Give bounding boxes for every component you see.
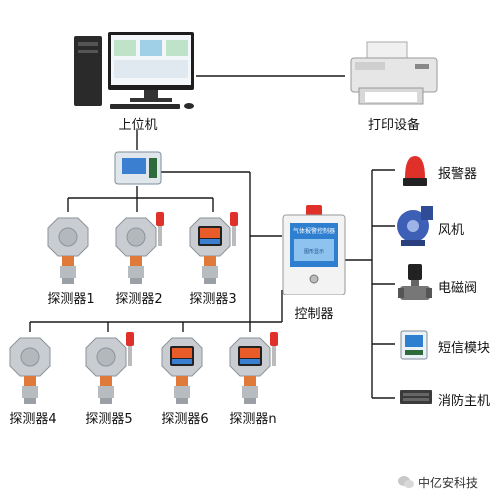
printer-icon (345, 38, 441, 108)
gas-detector-icon (44, 212, 96, 284)
detector-label: 探测器5 (85, 412, 133, 427)
controller-icon: 气体报警控制器 图形显示 (282, 205, 346, 296)
computer-icon (74, 30, 199, 110)
gas-detector-icon (226, 332, 278, 404)
gas-detector-icon (82, 332, 134, 404)
output-label-alarm: 报警器 (438, 167, 478, 182)
wechat-icon (398, 474, 414, 488)
converter-module-icon (114, 150, 162, 186)
fire-host-icon (399, 388, 433, 406)
controller-panel-title: 气体报警控制器 (293, 227, 335, 235)
detector-label: 探测器6 (161, 412, 209, 427)
detector-label: 探测器1 (47, 292, 95, 307)
gas-detector-icon (186, 212, 238, 284)
detector-label: 探测器n (229, 412, 277, 427)
fan-icon (395, 202, 435, 248)
controller-panel-text: 图形显示 (304, 248, 324, 255)
alarm-beacon-icon (402, 152, 428, 188)
output-label-fan: 风机 (438, 223, 465, 238)
detector-label: 探测器2 (115, 292, 163, 307)
watermark-text: 中亿安科技 (418, 476, 479, 490)
detector-label: 探测器3 (189, 292, 237, 307)
printer-label: 打印设备 (367, 118, 420, 133)
gas-detector-icon (6, 332, 58, 404)
controller-label: 控制器 (294, 307, 334, 322)
output-label-fire-host: 消防主机 (438, 394, 491, 409)
gas-detector-icon (112, 212, 164, 284)
detector-label: 探测器4 (9, 412, 57, 427)
sms-module-icon (400, 330, 428, 360)
gas-detector-icon (158, 332, 210, 404)
output-label-valve: 电磁阀 (438, 281, 478, 296)
computer-label: 上位机 (118, 118, 158, 133)
output-label-sms: 短信模块 (438, 341, 491, 356)
solenoid-valve-icon (398, 262, 432, 306)
